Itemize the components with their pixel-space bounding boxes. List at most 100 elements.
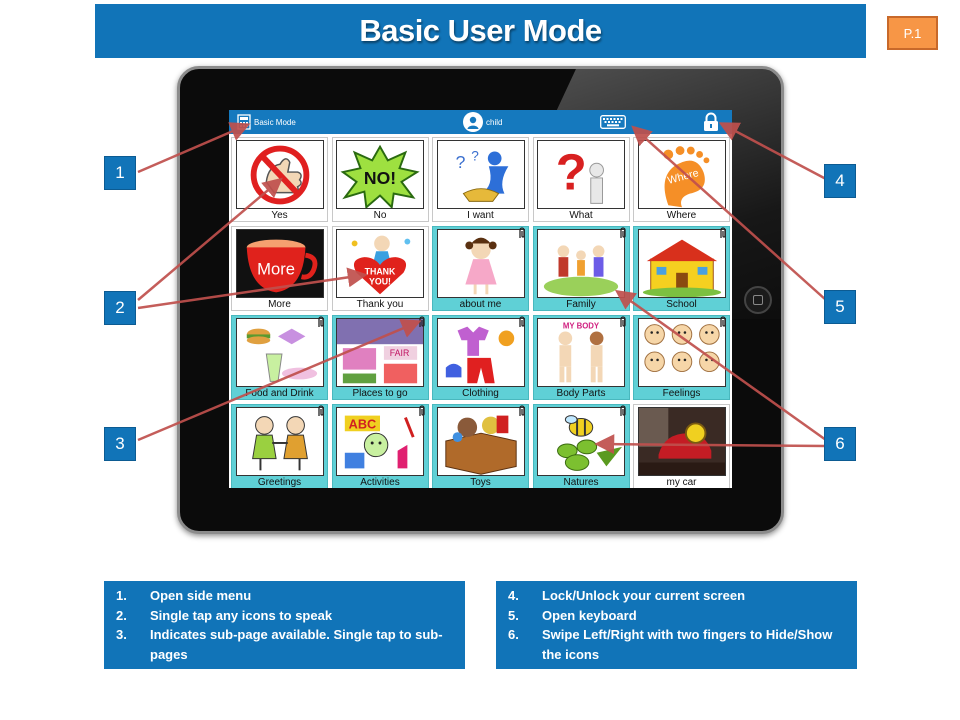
svg-text:MY BODY: MY BODY [563, 321, 600, 330]
question-mark-icon: ? [537, 140, 625, 209]
tile-label: Greetings [257, 477, 302, 488]
note-item: 3.Indicates sub-page available. Single t… [116, 627, 443, 662]
symbol-tile-my-car[interactable]: my car [633, 404, 730, 488]
symbol-tile-toys[interactable]: Toys [432, 404, 529, 488]
paperclip-icon [619, 316, 626, 327]
notes-left-box: 1.Open side menu 2.Single tap any icons … [104, 581, 465, 669]
symbol-tile-what[interactable]: ? What [532, 137, 630, 222]
tile-label: Places to go [352, 388, 408, 399]
symbol-tile-no[interactable]: NO! No [331, 137, 429, 222]
side-menu-button[interactable]: Basic Mode [237, 114, 296, 130]
abc-activities-icon: ABC [336, 407, 424, 476]
tile-label: Yes [271, 210, 288, 221]
paperclip-icon [619, 405, 626, 416]
paperclip-icon [619, 227, 626, 238]
svg-text:?: ? [471, 148, 479, 163]
user-profile[interactable]: child [463, 112, 502, 132]
symbol-tile-family[interactable]: Family [532, 226, 630, 311]
symbol-tile-yes[interactable]: Yes [231, 137, 328, 222]
callout-5: 5 [824, 290, 856, 324]
note-item: 6.Swipe Left/Right with two fingers to H… [508, 627, 833, 662]
car-photo-icon [637, 407, 726, 476]
symbol-tile-i-want[interactable]: ??I want [432, 137, 529, 222]
paperclip-icon [519, 405, 525, 416]
user-name: child [486, 117, 503, 127]
paperclip-icon [318, 316, 324, 327]
tile-label: No [373, 210, 387, 221]
callout-6: 6 [824, 427, 856, 461]
tile-label: Toys [470, 477, 491, 488]
paperclip-icon [418, 316, 425, 327]
page-number-badge: P.1 [887, 16, 938, 50]
no-burst-icon: NO! [336, 140, 424, 209]
greeting-kids-icon [235, 407, 324, 476]
symbol-tile-food-and-drink[interactable]: Food and Drink [231, 315, 328, 400]
note-item: 5.Open keyboard [508, 607, 637, 623]
page-title: Basic User Mode [359, 13, 602, 48]
school-building-icon [637, 229, 726, 298]
app-toolbar: Basic Mode child [229, 110, 732, 134]
symbol-tile-activities[interactable]: ABC Activities [331, 404, 429, 488]
paperclip-icon [720, 316, 726, 327]
menu-label: Basic Mode [254, 117, 296, 127]
tile-label: Thank you [356, 299, 404, 310]
svg-text:FAIR: FAIR [390, 347, 410, 357]
note-item: 2.Single tap any icons to speak [116, 607, 333, 623]
callout-1: 1 [104, 156, 136, 190]
keyboard-icon[interactable] [600, 115, 626, 129]
food-drink-icon [235, 318, 324, 387]
tile-label: What [569, 210, 593, 221]
tile-label: Natures [563, 477, 599, 488]
svg-text:NO!: NO! [364, 167, 396, 187]
cup-icon: More [235, 229, 324, 298]
note-item: 4.Lock/Unlock your current screen [508, 588, 746, 603]
svg-text:?: ? [556, 143, 587, 200]
tile-label: Family [566, 299, 596, 310]
tile-label: School [666, 299, 697, 310]
callout-3: 3 [104, 427, 136, 461]
lock-icon[interactable] [702, 112, 720, 132]
svg-text:ABC: ABC [349, 417, 377, 431]
tile-label: Food and Drink [245, 388, 314, 399]
callout-4: 4 [824, 164, 856, 198]
toy-box-icon [436, 407, 525, 476]
thumbs-up-icon [235, 140, 324, 209]
svg-text:More: More [257, 259, 295, 278]
svg-text:?: ? [455, 152, 465, 172]
paperclip-icon [519, 316, 525, 327]
paperclip-icon [720, 227, 726, 238]
tile-label: More [268, 299, 291, 310]
home-button[interactable] [744, 286, 772, 314]
genie-lamp-icon: ?? [436, 140, 525, 209]
symbol-tile-natures[interactable]: Natures [532, 404, 630, 488]
symbol-tile-feelings[interactable]: Feelings [633, 315, 730, 400]
body-parts-icon: MY BODY [537, 318, 625, 387]
tile-label: Body Parts [556, 388, 606, 399]
tile-label: Activities [360, 477, 400, 488]
tile-label: Clothing [462, 388, 499, 399]
notes-right-box: 4.Lock/Unlock your current screen 5.Open… [496, 581, 857, 669]
menu-icon [237, 114, 251, 130]
symbol-tile-school[interactable]: School [633, 226, 730, 311]
symbol-tile-greetings[interactable]: Greetings [231, 404, 328, 488]
tile-label: about me [459, 299, 502, 310]
title-banner: Basic User Mode [95, 4, 866, 58]
paperclip-icon [318, 405, 324, 416]
family-icon [537, 229, 625, 298]
symbol-tile-about-me[interactable]: about me [432, 226, 529, 311]
symbol-tile-body-parts[interactable]: MY BODY Body Parts [532, 315, 630, 400]
clothing-icon [436, 318, 525, 387]
tile-label: my car [666, 477, 697, 488]
user-avatar-icon [463, 112, 483, 132]
tile-label: I want [467, 210, 494, 221]
paperclip-icon [519, 227, 525, 238]
note-item: 1.Open side menu [116, 588, 252, 603]
symbol-tile-places-to-go[interactable]: FAIR Places to go [331, 315, 429, 400]
tile-label: Where [666, 210, 697, 221]
symbol-tile-clothing[interactable]: Clothing [432, 315, 529, 400]
